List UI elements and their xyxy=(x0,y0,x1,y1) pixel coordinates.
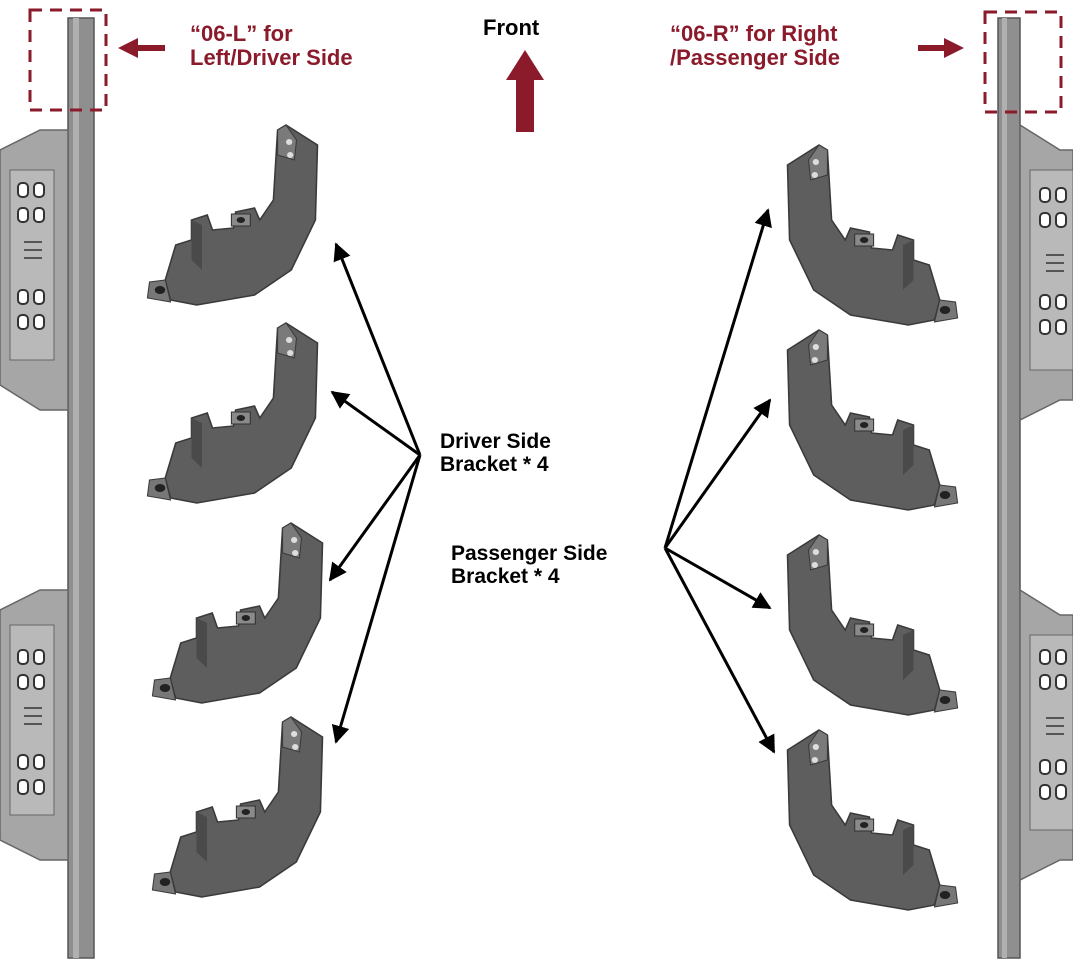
right-tag-line1: “06-R” for Right xyxy=(670,21,838,46)
passenger-bracket-4 xyxy=(786,729,959,911)
driver-bracket-4 xyxy=(151,716,324,898)
left-tag-line2: Left/Driver Side xyxy=(190,45,353,71)
driver-callout-arrows xyxy=(328,242,422,744)
right-tag-label: “06-R” for Right /Passenger Side xyxy=(670,21,840,71)
right-step-panel-top xyxy=(1019,123,1073,422)
passenger-bracket-label: Passenger Side Bracket * 4 xyxy=(451,542,607,588)
passenger-callout-arrows xyxy=(663,208,776,754)
right-rail xyxy=(983,10,1073,959)
passenger-bracket-3 xyxy=(786,534,959,716)
driver-bracket-1 xyxy=(146,124,319,306)
passenger-line1: Passenger Side xyxy=(451,542,608,565)
passenger-bracket-1 xyxy=(786,144,959,326)
driver-line2: Bracket * 4 xyxy=(440,453,549,477)
passenger-bracket-2 xyxy=(786,329,959,511)
front-label: Front xyxy=(483,15,540,40)
driver-line1: Driver Side xyxy=(440,430,551,453)
left-step-panel-top xyxy=(0,129,69,411)
driver-bracket-2 xyxy=(146,322,319,504)
left-rail xyxy=(0,8,108,959)
driver-bracket-3 xyxy=(151,522,324,704)
left-tag-highlight-box xyxy=(28,8,108,112)
passenger-line2: Bracket * 4 xyxy=(451,565,560,589)
right-arrow-icon xyxy=(918,38,964,58)
right-tag-highlight-box xyxy=(983,10,1063,114)
up-arrow-icon xyxy=(506,50,544,132)
left-tag-label: “06-L” for Left/Driver Side xyxy=(190,21,353,71)
left-tag-line1: “06-L” for xyxy=(190,21,293,46)
right-step-panel-bottom xyxy=(1019,588,1073,882)
left-arrow-icon xyxy=(118,38,165,58)
driver-bracket-label: Driver Side Bracket * 4 xyxy=(440,430,551,476)
right-tag-line2: /Passenger Side xyxy=(670,45,840,71)
tac-logo xyxy=(24,241,42,259)
left-step-panel-bottom xyxy=(0,589,69,861)
